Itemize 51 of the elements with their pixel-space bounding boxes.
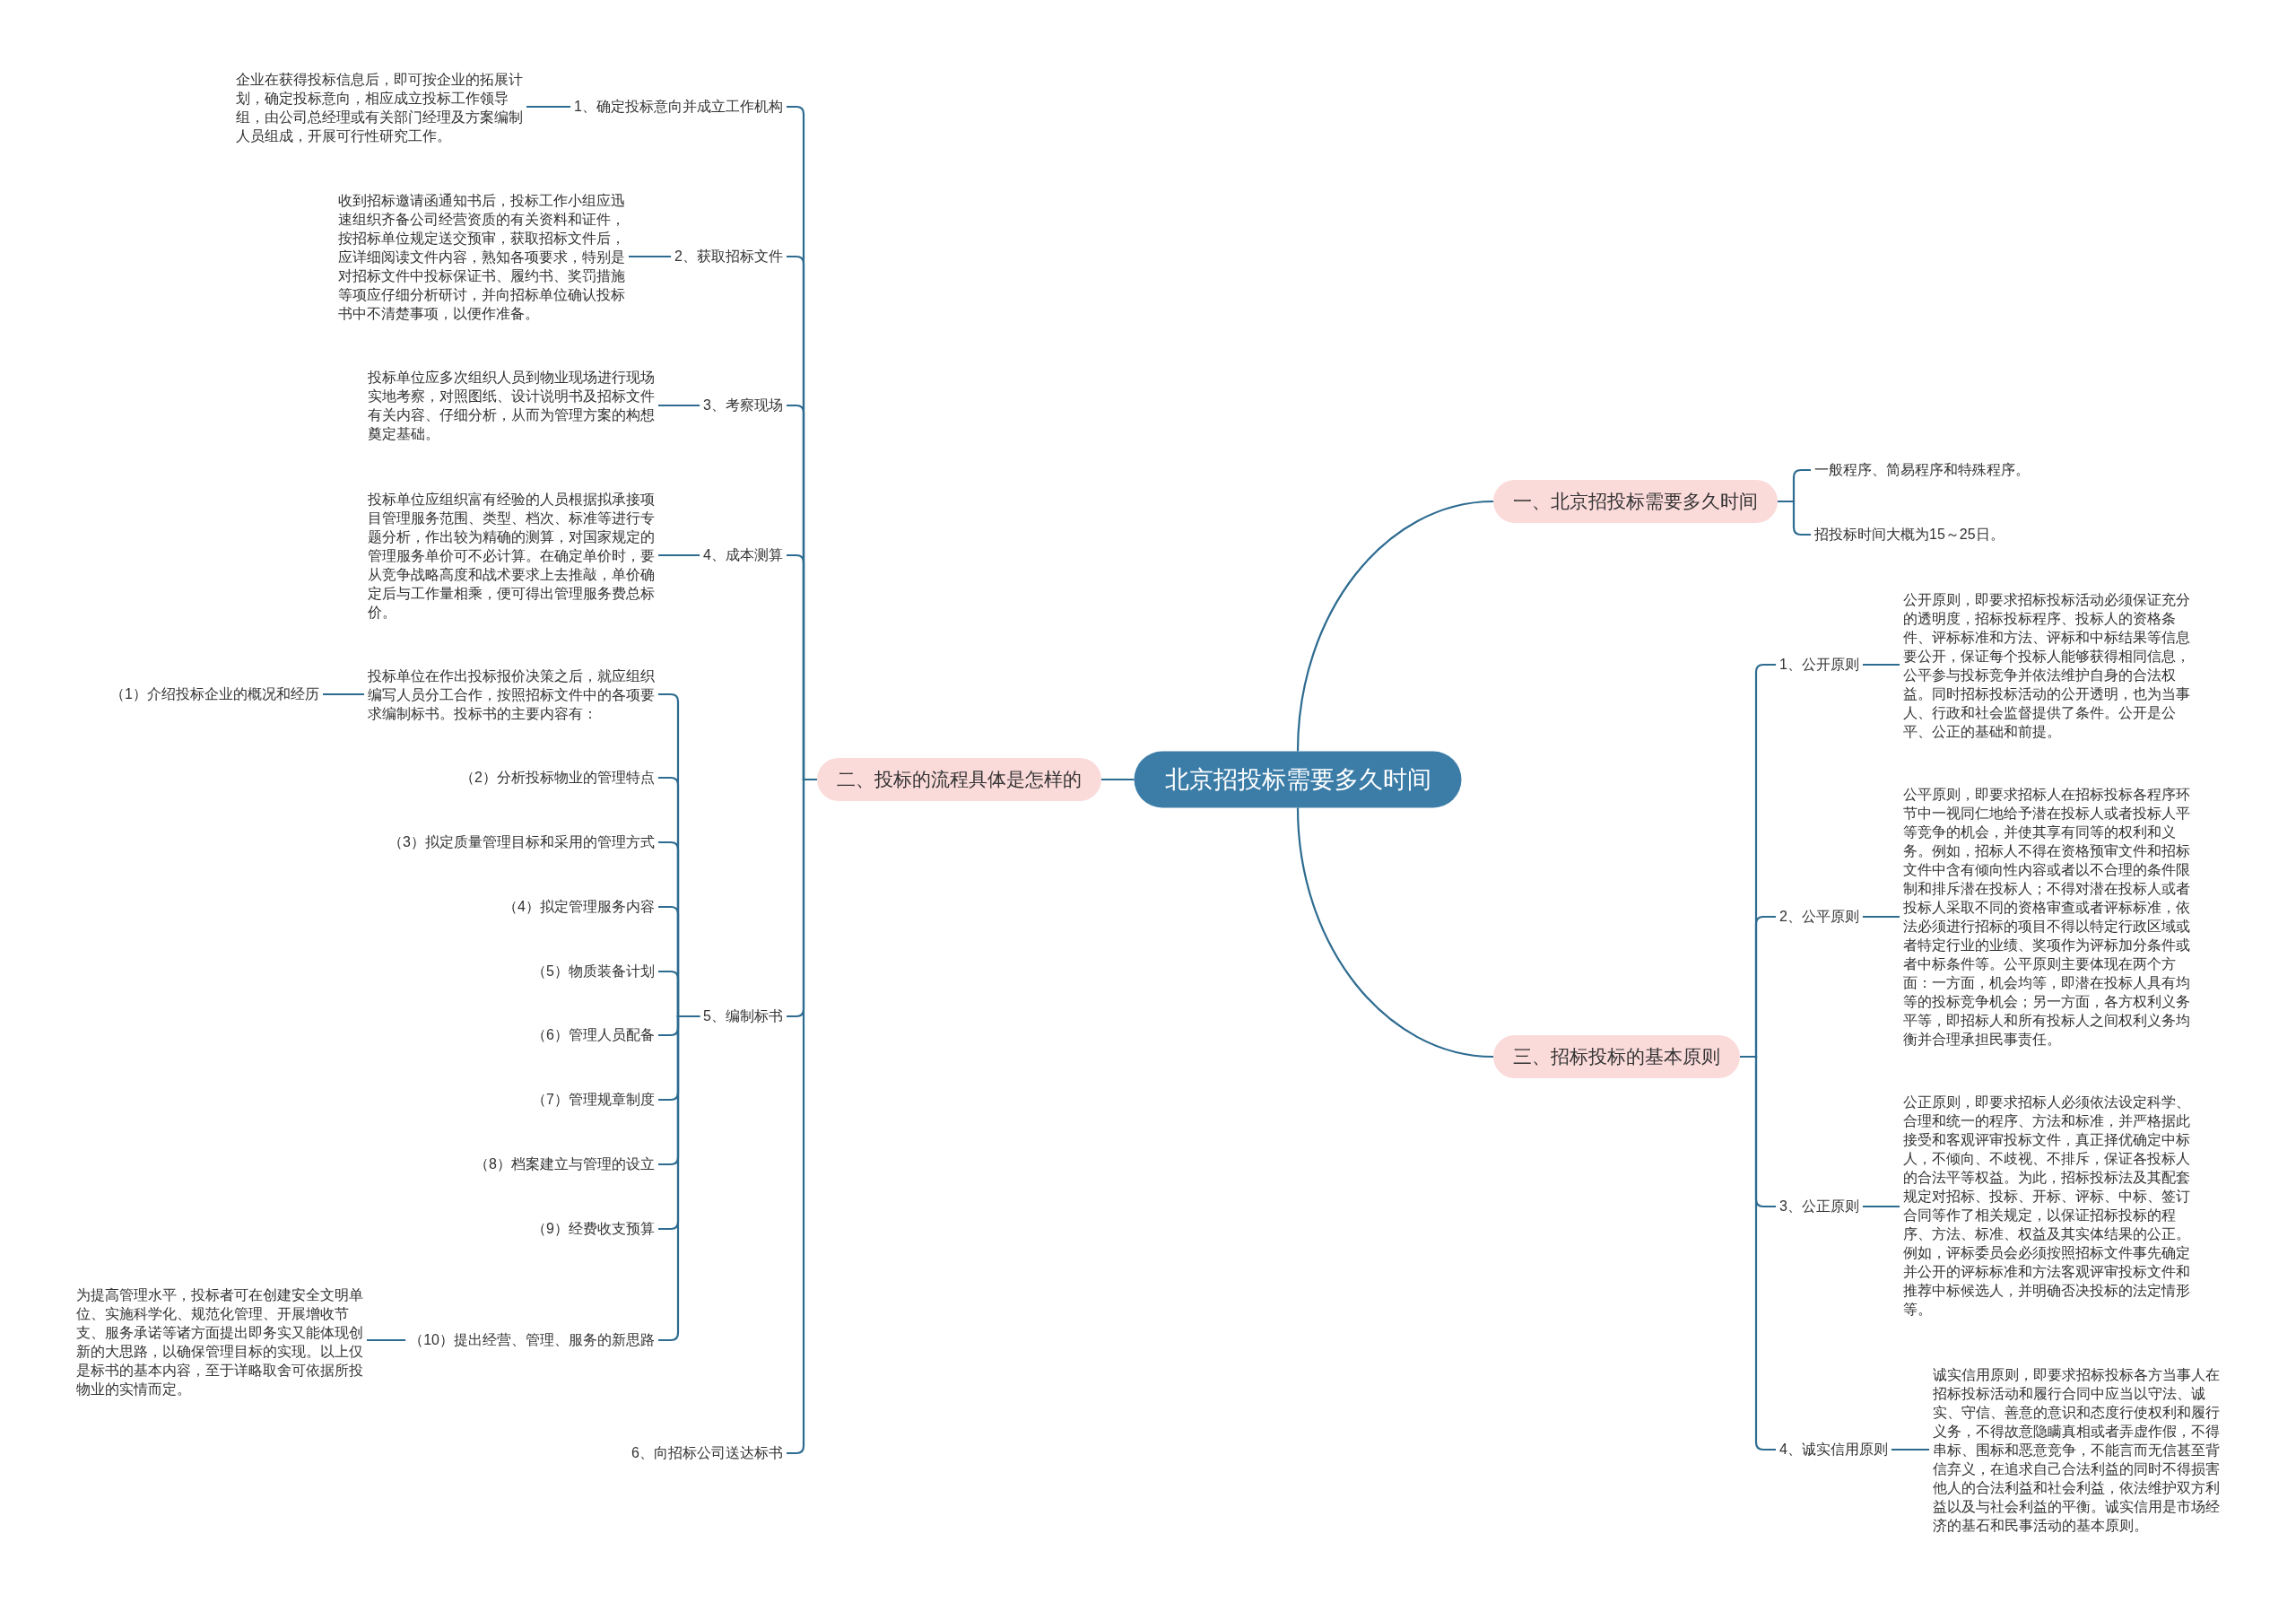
topic-label: 一般程序、简易程序和特殊程序。: [1811, 460, 2033, 480]
connector-line: [1101, 778, 1135, 781]
description-text: 为提高管理水平，投标者可在创建安全文明单位、实施科学化、规范化管理、开展增收节支、服务承诺等诸方面提出即务实又能体现创新的大思路，以确保管理目标的实现。以上仅是标书的基本内容，至于详略取舍可依据所投物业的实情而定。: [73, 1285, 367, 1398]
description-text: 公平原则，即要求招标人在招标投标各程序环节中一视同仁地给予潜在投标人或者投标人平等竞争的机会，并使其享有同等的权利和义务。例如，招标人不得在资格预审文件和招标文件中含有倾向性内容或者以不合理的条件限制和排斥潜在投标人；不得对潜在投标人或者投标人采取不同的资格审查或者评标标准，依法必须进行招标的项目不得以特定行政区域或者特定行业的业绩、奖项作为评标加分条件或者中标条件等。公平原则主要体现在两个方面：一方面，机会均等，即潜在投标人具有均等的投标竞争机会；另一方面，各方权利义务平等，即招标人和所有投标人之间权利义务均衡并合理承担民事责任。: [1900, 785, 2194, 1049]
description-text: 诚实信用原则，即要求招标投标各方当事人在招标投标活动和履行合同中应当以守法、诚实、守信、善意的意识和态度行使权利和履行义务，不得故意隐瞒真相或者弄虚作假，不得串标、围标和恶意竞争，不能言而无信甚至背信弃义，在追求自己合法利益的同时不得损害他人的合法利益和社会利益，依法维护双方利益以及与社会利益的平衡。诚实信用是市场经济的基石和民事活动的基本原则。: [1929, 1364, 2223, 1535]
connector-line: [526, 105, 571, 109]
topic-label: （8）档案建立与管理的设立: [471, 1154, 658, 1174]
topic-label: 1、公开原则: [1776, 655, 1863, 675]
connector-line: [323, 693, 364, 696]
topic-label: （6）管理人员配备: [528, 1025, 658, 1045]
branch-topic: 二、投标的流程具体是怎样的: [817, 758, 1101, 801]
description-text: 公开原则，即要求招标投标活动必须保证充分的透明度，招标投标程序、投标人的资格条件、评标标准和方法、评标和中标结果等信息要公开，保证每个投标人能够获得相同信息，公平参与投标竞争并依法维护自身的合法权益。同时招标投标活动的公开透明，也为当事人、行政和社会监督提供了条件。公开是公平、公正的基础和前提。: [1900, 590, 2194, 741]
description-text: 企业在获得投标信息后，即可按企业的拓展计划，确定投标意向，相应成立投标工作领导组，由公司总经理或有关部门经理及方案编制人员组成，开展可行性研究工作。: [232, 70, 526, 145]
topic-label: （2）分析投标物业的管理特点: [457, 768, 658, 788]
topic-label: 5、编制标书: [700, 1006, 787, 1026]
topic-label: 2、公平原则: [1776, 907, 1863, 927]
topic-label: （10）提出经营、管理、服务的新思路: [405, 1330, 658, 1350]
connector-line: [658, 553, 700, 557]
description-text: 投标单位应多次组织人员到物业现场进行现场实地考察，对照图纸、设计说明书及招标文件有关内容、仔细分析，从而为管理方案的构想奠定基础。: [364, 368, 658, 443]
topic-label: 招投标时间大概为15～25日。: [1811, 525, 2008, 544]
topic-label: （4）拟定管理服务内容: [500, 897, 658, 917]
central-topic: 北京招投标需要多久时间: [1134, 751, 1462, 808]
description-text: 投标单位在作出投标报价决策之后，就应组织编写人员分工合作，按照招标文件中的各项要求编制标书。投标书的主要内容有：: [364, 666, 658, 723]
connector-line: [1778, 500, 1811, 536]
topic-label: 3、公正原则: [1776, 1197, 1863, 1216]
branch-topic: 三、招标投标的基本原则: [1493, 1035, 1740, 1078]
topic-label: （3）拟定质量管理目标和采用的管理方式: [385, 832, 658, 852]
topic-label: （9）经费收支预算: [528, 1219, 658, 1239]
connector-line: [629, 255, 672, 258]
connector-line: [658, 404, 700, 407]
connector-line: [1862, 915, 1900, 919]
topic-label: （5）物质装备计划: [528, 962, 658, 981]
topic-label: 3、考察现场: [700, 396, 787, 415]
description-text: 公正原则，即要求招标人必须依法设定科学、合理和统一的程序、方法和标准，并严格据此接受和客观评审投标文件，真正择优确定中标人，不倾向、不歧视、不排斥，保证各投标人的合法平等权益。为此，招标投标法及其配套规定对招标、投标、开标、评标、中标、签订合同等作了相关规定，以保证招标投标的程序、方法、标准、权益及其实体结果的公正。例如，评标委员会必须按照招标文件事先确定并公开的评标标准和方法客观评审投标文件和推荐中标候选人，并明确否决投标的法定情形等。: [1900, 1093, 2194, 1319]
description-text: 投标单位应组织富有经验的人员根据拟承接项目管理服务范围、类型、档次、标准等进行专题分析，作出较为精确的测算，对国家规定的管理服务单价可不必计算。在确定单价时，要从竞争战略高度和战术要求上去推敲，单价确定后与工作量相乘，便可得出管理服务费总标价。: [364, 489, 658, 622]
connector-line: [1296, 807, 1494, 1059]
topic-label: 4、诚实信用原则: [1776, 1440, 1892, 1459]
topic-label: 6、向招标公司送达标书: [628, 1443, 787, 1463]
topic-label: 2、获取招标文件: [671, 247, 787, 266]
connector-line: [1862, 663, 1900, 666]
connector-line: [367, 1338, 406, 1342]
connector-line: [1862, 1205, 1900, 1208]
connector-line: [1891, 1448, 1929, 1451]
topic-label: 1、确定投标意向并成立工作机构: [570, 97, 787, 117]
topic-label: 4、成本测算: [700, 545, 787, 565]
description-text: 收到招标邀请函通知书后，投标工作小组应迅速组织齐备公司经营资质的有关资料和证件，按招标单位规定送交预审，获取招标文件后，应详细阅读文件内容，熟知各项要求，特别是对招标文件中投标保证书、履约书、奖罚措施等项应仔细分析研讨，并向招标单位确认投标书中不清楚事项，以便作准备。: [335, 190, 629, 323]
topic-label: （1）介绍投标企业的概况和经历: [107, 684, 323, 704]
connector-line: [1740, 1055, 1776, 1451]
topic-label: （7）管理规章制度: [528, 1090, 658, 1110]
branch-topic: 一、北京招投标需要多久时间: [1493, 480, 1778, 523]
connector-line: [1296, 500, 1494, 752]
